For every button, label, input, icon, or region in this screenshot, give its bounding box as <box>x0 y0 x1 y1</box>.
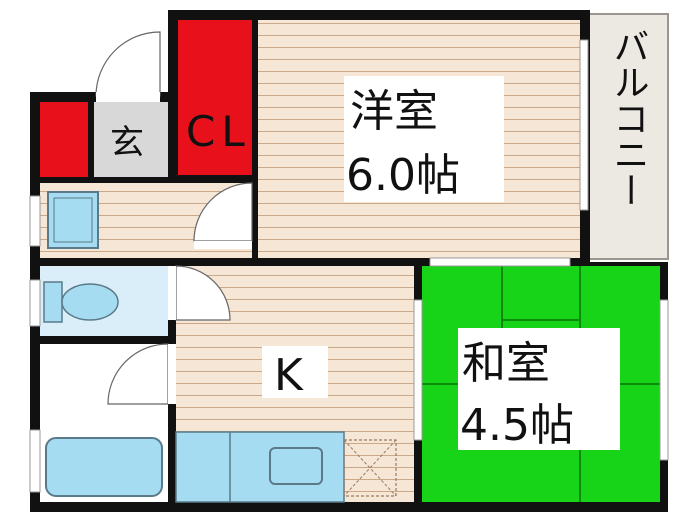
windows <box>29 39 669 493</box>
fridge-cross-1 <box>343 439 397 497</box>
toilet-tank <box>43 281 63 323</box>
entrance-label: 玄 <box>110 123 144 163</box>
balcony-label: バルコニー <box>608 28 649 208</box>
closet-label: CL <box>186 107 251 156</box>
toilet-bowl <box>61 283 119 321</box>
japanese-room-name: 和室 <box>462 338 550 389</box>
entrance-door <box>96 92 160 102</box>
western-room-size: 6.0帖 <box>346 150 460 201</box>
western-room-name: 洋室 <box>350 86 438 137</box>
washbasin-bowl <box>53 197 93 243</box>
kitchen-label: K <box>274 350 304 401</box>
western-room-label-bg <box>344 76 504 202</box>
balcony-area <box>587 13 669 260</box>
toilet-door <box>168 266 176 320</box>
closet-area <box>178 20 252 175</box>
fridge-space <box>343 439 397 497</box>
fridge-cross-2 <box>343 439 397 497</box>
japanese-room-label-bg <box>458 328 620 450</box>
shoe-storage <box>40 102 88 177</box>
entrance-floor <box>94 102 168 177</box>
hallway-door <box>194 241 252 249</box>
bath-door <box>168 344 176 404</box>
japanese-room-size: 4.5帖 <box>460 400 574 451</box>
kitchen-sink <box>269 447 323 485</box>
door-swings <box>95 31 253 405</box>
bathtub <box>45 437 163 497</box>
kitchen-label-bg <box>262 346 328 398</box>
